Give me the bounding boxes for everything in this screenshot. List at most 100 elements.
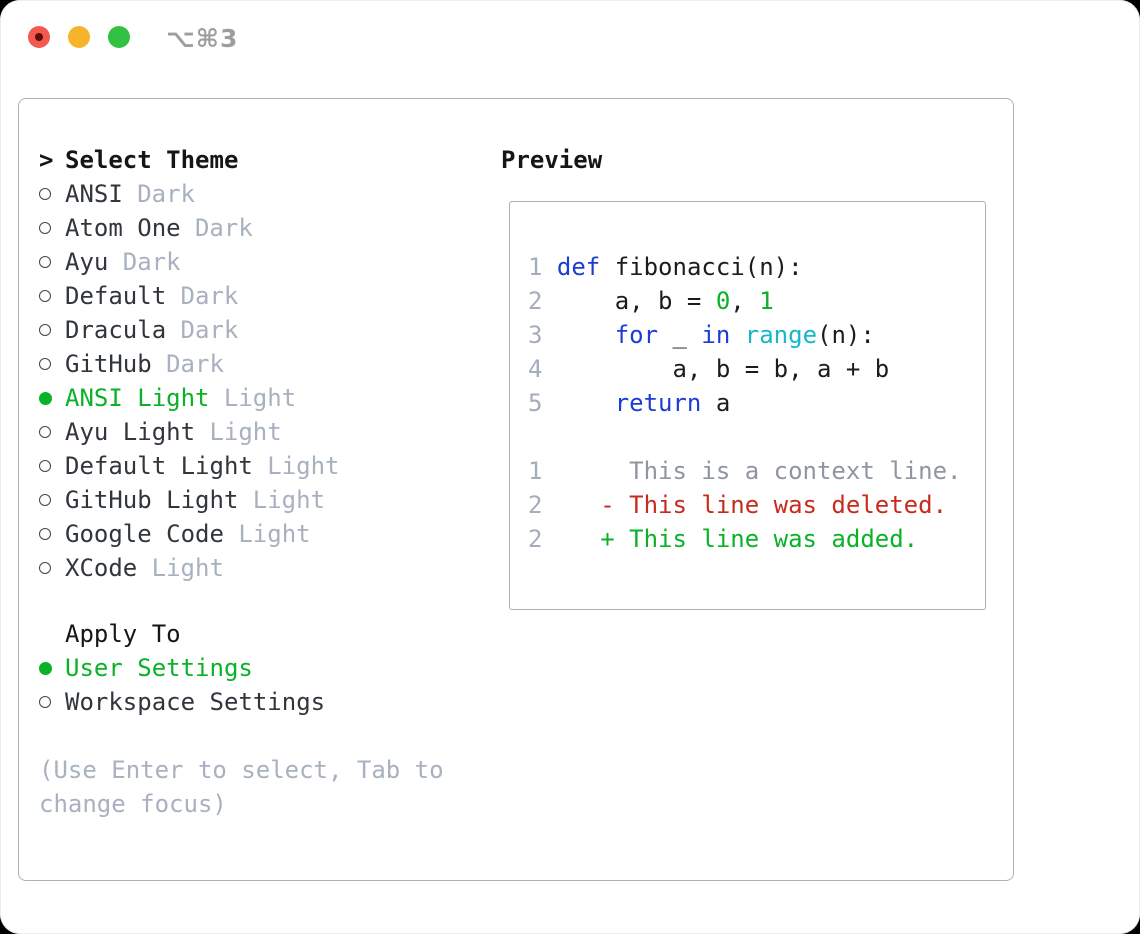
radio-icon [39, 696, 51, 708]
hint-line: (Use Enter to select, Tab to [39, 756, 444, 784]
minimize-button[interactable] [68, 26, 90, 48]
code-token: a, b = b, a + b [556, 355, 890, 383]
code-line: 4 a, b = b, a + b [528, 352, 985, 386]
preview-title: Preview [501, 146, 603, 174]
theme-variant: Light [238, 520, 311, 548]
close-button[interactable] [28, 26, 50, 48]
line-number: 1 [528, 253, 557, 281]
code-token: in [701, 321, 731, 349]
code-token: 0 [715, 287, 731, 315]
code-line: 2 + This line was added. [528, 522, 985, 556]
apply-option[interactable]: User Settings [39, 651, 325, 685]
theme-option[interactable]: Default Light Light [39, 449, 339, 483]
radio-icon [39, 562, 51, 574]
theme-variant: Light [151, 554, 224, 582]
radio-icon [39, 324, 51, 336]
code-line: 3 for _ in range(n): [528, 318, 985, 352]
code-token: 1 [759, 287, 774, 315]
code-line: 1 def fibonacci(n): [528, 250, 985, 284]
apply-to-header-row: Apply To [39, 617, 325, 651]
theme-name: Dracula [65, 316, 167, 344]
traffic-lights [28, 26, 130, 48]
window-title: ⌥⌘3 [166, 24, 239, 53]
code-line [528, 420, 985, 454]
theme-option[interactable]: Dracula Dark [39, 313, 339, 347]
code-token: , [730, 287, 760, 315]
apply-to-title: Apply To [65, 620, 181, 648]
line-number: 5 [528, 389, 557, 417]
radio-icon [39, 188, 51, 200]
line-number: 2 [528, 287, 557, 315]
theme-variant: Dark [122, 248, 181, 276]
theme-name: Default [65, 282, 167, 310]
code-token: _ [658, 321, 702, 349]
line-number: 3 [528, 321, 557, 349]
theme-variant: Light [223, 384, 297, 412]
apply-option-label: Workspace Settings [65, 688, 326, 716]
apply-option-label: User Settings [65, 654, 253, 682]
radio-icon [39, 358, 51, 370]
code-line: 5 return a [528, 386, 985, 420]
theme-name: XCode [65, 554, 138, 582]
code-token: range [744, 321, 818, 349]
theme-variant: Dark [180, 282, 239, 310]
title-bar: ⌥⌘3 [0, 0, 1140, 75]
code-token: This is a context line. [556, 457, 962, 485]
code-token [730, 318, 744, 352]
radio-icon [39, 460, 51, 472]
theme-variant: Light [267, 452, 340, 480]
theme-name: Atom One [65, 214, 181, 242]
code-token: a, b = [556, 287, 716, 315]
theme-option[interactable]: Ayu Dark [39, 245, 339, 279]
selected-radio-icon [39, 661, 52, 675]
prompt-icon: > [39, 146, 54, 174]
theme-variant: Light [252, 486, 326, 514]
theme-list-title: Select Theme [65, 146, 239, 174]
code-token: fibonacci(n): [600, 253, 803, 281]
keyboard-hint: (Use Enter to select, Tab to change focu… [39, 753, 479, 821]
modified-indicator-icon [35, 33, 43, 41]
line-number [528, 420, 557, 454]
theme-option[interactable]: Default Dark [39, 279, 339, 313]
radio-icon [39, 528, 51, 540]
theme-option[interactable]: XCode Light [39, 551, 339, 585]
theme-option[interactable]: Atom One Dark [39, 211, 339, 245]
radio-icon [39, 426, 51, 438]
theme-variant: Dark [194, 214, 253, 242]
code-token: (n): [817, 321, 875, 349]
line-number: 2 [528, 525, 557, 553]
theme-name: Google Code [65, 520, 224, 548]
radio-icon [39, 256, 51, 268]
code-token: + This line was added. [556, 525, 919, 553]
zoom-button[interactable] [108, 26, 130, 48]
theme-variant: Dark [166, 350, 224, 378]
theme-option[interactable]: Google Code Light [39, 517, 339, 551]
theme-name: Default Light [65, 452, 253, 480]
theme-name: Ayu Light [65, 418, 196, 446]
code-token [557, 386, 615, 420]
theme-name: Ayu [65, 248, 109, 276]
line-number: 1 [528, 457, 557, 485]
theme-variant: Dark [137, 180, 195, 208]
code-line: 2 a, b = 0, 1 [528, 284, 985, 318]
apply-option[interactable]: Workspace Settings [39, 685, 325, 719]
code-token [557, 318, 615, 352]
code-token: - This line was deleted. [556, 491, 948, 519]
hint-line: change focus) [39, 790, 227, 818]
radio-icon [39, 494, 51, 506]
line-number: 4 [528, 355, 557, 383]
code-token: a [701, 389, 731, 417]
radio-icon [39, 222, 51, 234]
theme-variant: Dark [180, 316, 239, 344]
